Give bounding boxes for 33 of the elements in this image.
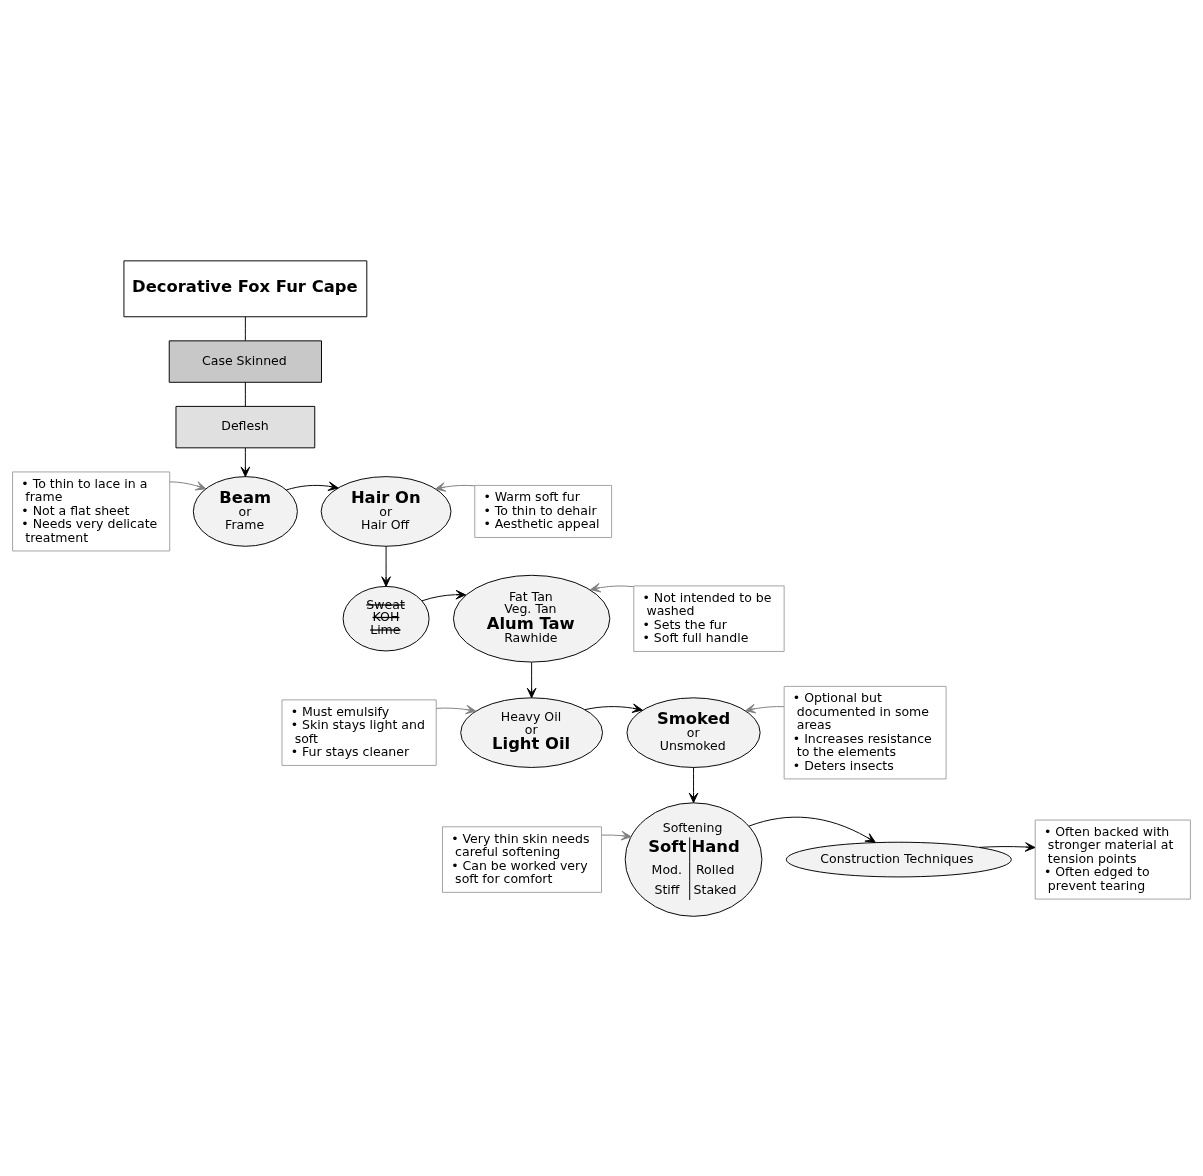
arrow	[526, 661, 537, 698]
connector	[244, 381, 246, 407]
node-box: • Not intended to be washed • Sets the fur • Soft full handle	[633, 584, 785, 652]
arrow	[590, 582, 634, 592]
node-box: • Often backed with stronger material at tension points • Often edged to prevent tearing	[1034, 819, 1191, 900]
arrow	[688, 766, 699, 803]
arrow	[169, 480, 207, 490]
arrow	[745, 703, 785, 713]
node-ellipse: Softening Soft Hand Mod. Rolled Stiff Staked	[624, 801, 763, 917]
arrow	[240, 447, 251, 477]
arrow	[435, 481, 476, 492]
arrow	[285, 481, 339, 491]
arrow	[381, 545, 391, 587]
arrow	[978, 841, 1036, 852]
arrow	[584, 703, 643, 713]
node-box: • Warm soft fur • To thin to dehair • Aesthetic appeal	[474, 484, 613, 538]
node-ellipse: Smoked or Unsmoked	[626, 696, 761, 768]
node-box: Deflesh	[175, 405, 316, 448]
node-box: • To thin to lace in a frame • Not a flat sheet • Needs very delicate treatment	[12, 470, 171, 551]
node-ellipse: Sweat KOH Lime	[342, 585, 430, 651]
node-box: • Must emulsify • Skin stays light and soft • Fur stays cleaner	[281, 698, 437, 766]
arrow	[435, 704, 477, 714]
node-box: Case Skinned	[168, 339, 322, 383]
node-box: • Optional but documented in some areas • Increases resistance to the elements • Deters insects	[783, 685, 947, 779]
arrow	[421, 589, 467, 601]
node-box: Decorative Fox Fur Cape	[123, 259, 368, 317]
node-ellipse: Construction Techniques	[785, 841, 1012, 877]
node-ellipse: Hair On or Hair Off	[320, 475, 452, 547]
node-box: • Very thin skin needs careful softening • Can be worked very soft for comfort	[442, 825, 602, 893]
connector	[244, 315, 246, 341]
arrow	[601, 830, 632, 840]
node-ellipse: Heavy Oil or Light Oil	[460, 696, 603, 768]
arrow	[748, 816, 876, 843]
